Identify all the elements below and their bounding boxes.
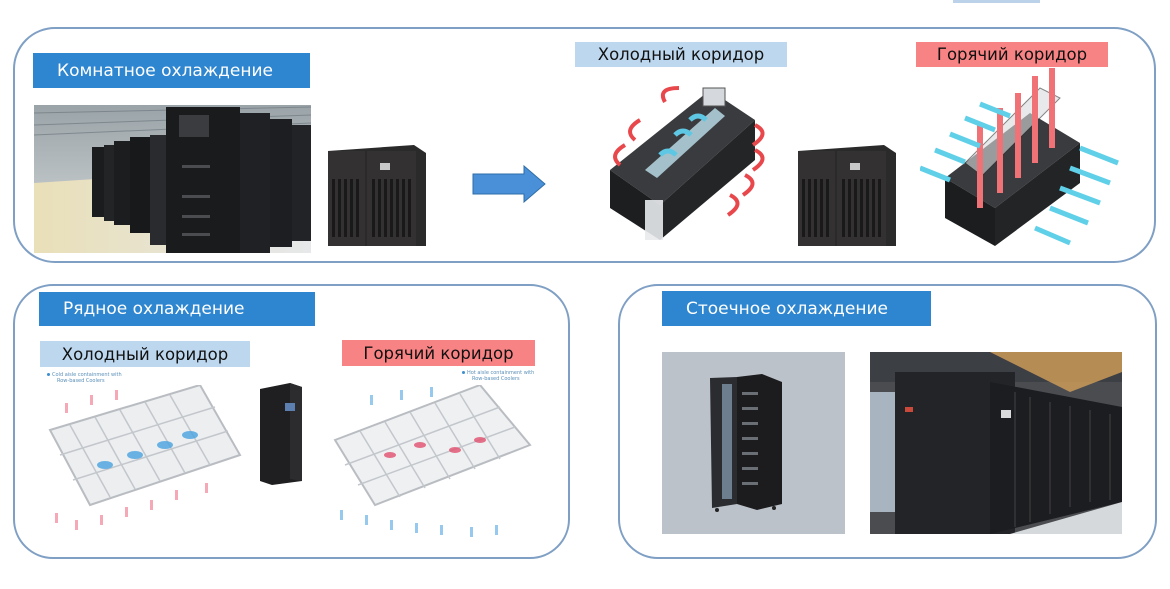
arrow-right-icon: [472, 165, 547, 203]
precision-ac-unit-2: [798, 143, 896, 246]
room-cooling-title: Комнатное охлаждение: [33, 53, 310, 88]
cold-aisle-containment-render: [605, 80, 775, 245]
hot-aisle-caption: Hot aisle containment with Row-based Coo…: [462, 370, 534, 382]
hot-aisle-containment-render: [920, 68, 1120, 250]
top-edge-bar: [953, 0, 1040, 3]
row-hot-aisle-label: Горячий коридор: [342, 340, 535, 366]
row-cold-aisle-label: Холодный коридор: [40, 341, 250, 367]
cold-aisle-row-diagram: [45, 385, 245, 545]
data-center-photo: [34, 105, 311, 253]
rack-cooling-row-photo: [870, 352, 1122, 534]
row-cooling-title: Рядное охлаждение: [39, 292, 315, 326]
room-hot-aisle-label: Горячий коридор: [916, 42, 1108, 67]
precision-ac-unit-1: [328, 143, 426, 246]
in-row-cooler-unit: [260, 383, 302, 485]
cold-aisle-caption: Cold aisle containment with Row-based Co…: [47, 372, 122, 384]
rack-cooling-title: Стоечное охлаждение: [662, 291, 931, 326]
hot-aisle-row-diagram: [320, 385, 535, 545]
rack-cooling-cabinet-photo: [662, 352, 845, 534]
room-cold-aisle-label: Холодный коридор: [575, 42, 787, 67]
